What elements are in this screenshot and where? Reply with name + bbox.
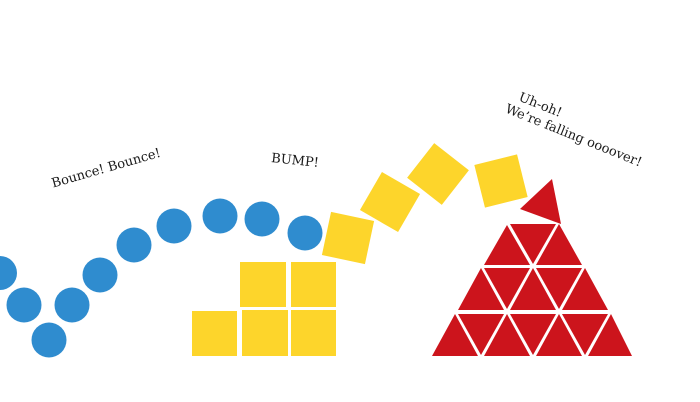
triangle: [484, 314, 530, 356]
triangle: [510, 224, 556, 264]
triangle: [458, 268, 504, 310]
stacked-squares: [192, 262, 336, 356]
triangle: [588, 314, 632, 356]
square: [242, 310, 288, 356]
square: [291, 310, 336, 356]
circle: [244, 201, 280, 237]
triangle: [484, 225, 530, 265]
arc-squares: [321, 143, 528, 265]
triangle: [510, 268, 556, 310]
falling-triangle: [520, 179, 561, 224]
circle: [0, 256, 17, 290]
triangle: [562, 268, 608, 310]
circle: [287, 215, 323, 251]
bouncing-circles: [0, 198, 323, 358]
triangle: [432, 314, 478, 356]
square: [407, 143, 469, 205]
circle: [54, 287, 90, 323]
triangle-pyramid: [432, 224, 632, 356]
triangle: [536, 314, 582, 356]
triangle: [484, 268, 530, 309]
circle: [156, 208, 192, 244]
circle: [31, 322, 67, 358]
triangle: [536, 268, 582, 309]
circle: [82, 257, 118, 293]
square: [474, 154, 528, 208]
circle: [116, 227, 152, 263]
square: [192, 311, 237, 356]
circle: [202, 198, 238, 234]
circle: [6, 287, 42, 323]
triangle: [562, 314, 608, 355]
square: [291, 262, 336, 307]
triangle: [510, 314, 556, 355]
triangle: [458, 314, 504, 355]
square: [359, 171, 421, 233]
triangle: [536, 224, 582, 265]
square: [240, 262, 286, 307]
square: [321, 211, 375, 265]
